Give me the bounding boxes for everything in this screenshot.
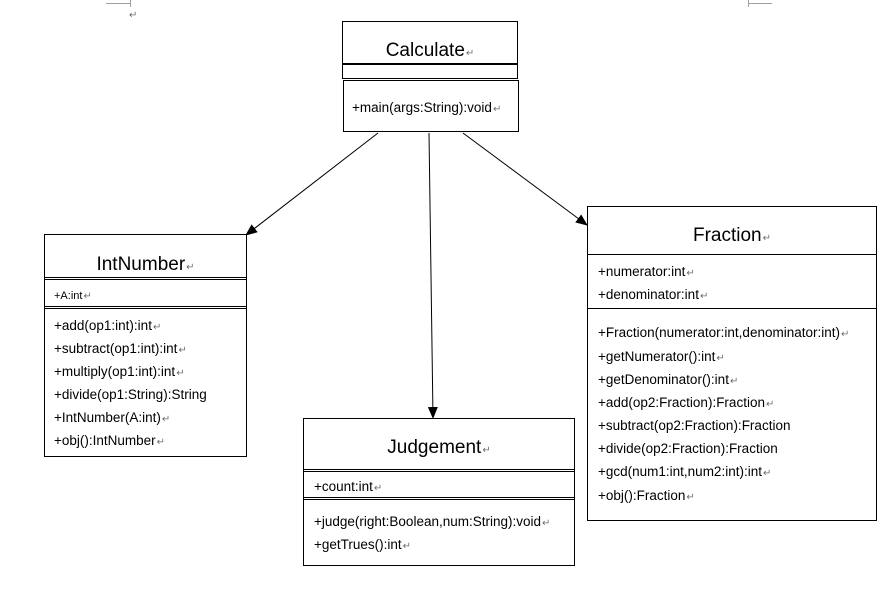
method: +getTrues():int↵ [314,537,412,552]
divider [588,254,876,255]
method: +divide(op2:Fraction):Fraction [598,441,778,456]
divider [45,306,246,309]
class-calculate-attributes-box [342,64,518,79]
class-judgement[interactable]: Judgement↵ +count:int↵ +judge(right:Bool… [303,418,575,566]
method: +getNumerator():int↵ [598,349,725,364]
method: +add(op1:int):int↵ [54,318,162,333]
attribute: +numerator:int↵ [598,264,695,279]
divider [304,497,574,500]
class-intnumber[interactable]: IntNumber↵ +A:int↵ +add(op1:int):int↵ +s… [44,234,247,457]
method: +multiply(op1:int):int↵ [54,364,185,379]
method: +main(args:String):void↵ [352,100,502,115]
method: +obj():IntNumber↵ [54,433,166,448]
method: +getDenominator():int↵ [598,372,739,387]
method: +Fraction(numerator:int,denominator:int)… [598,325,850,340]
attribute: +denominator:int↵ [598,287,709,302]
page-corner-mark-right-v [748,0,749,7]
arrow-to-intnumber [245,132,379,236]
method: +IntNumber(A:int)↵ [54,410,171,425]
page-corner-mark-left-v [130,0,131,7]
arrow-to-judgement [427,132,438,419]
method: +subtract(op2:Fraction):Fraction [598,418,791,433]
attribute: +A:int↵ [54,290,92,302]
method: +divide(op1:String):String [54,387,207,402]
class-judgement-name: Judgement↵ [387,437,491,458]
page-corner-mark-right [748,3,772,4]
class-calculate-name: Calculate↵ [385,40,475,61]
class-fraction[interactable]: Fraction↵ +numerator:int↵ +denominator:i… [587,206,877,521]
method: +judge(right:Boolean,num:String):void↵ [314,514,551,529]
class-fraction-name: Fraction↵ [692,225,772,246]
paragraph-mark: ↵ [129,10,138,21]
method: +obj():Fraction↵ [598,488,695,503]
class-intnumber-name: IntNumber↵ [96,254,195,275]
arrow-to-fraction [462,132,588,226]
page-corner-mark-left [106,3,130,4]
attribute: +count:int↵ [314,479,383,494]
method: +add(op2:Fraction):Fraction↵ [598,395,775,410]
divider [45,277,246,280]
divider [304,469,574,472]
class-calculate-methods-box[interactable]: +main(args:String):void↵ [343,80,519,132]
class-calculate-name-box[interactable]: Calculate↵ [342,21,518,64]
method: +subtract(op1:int):int↵ [54,341,187,356]
divider [588,308,876,309]
method: +gcd(num1:int,num2:int):int↵ [598,464,772,479]
